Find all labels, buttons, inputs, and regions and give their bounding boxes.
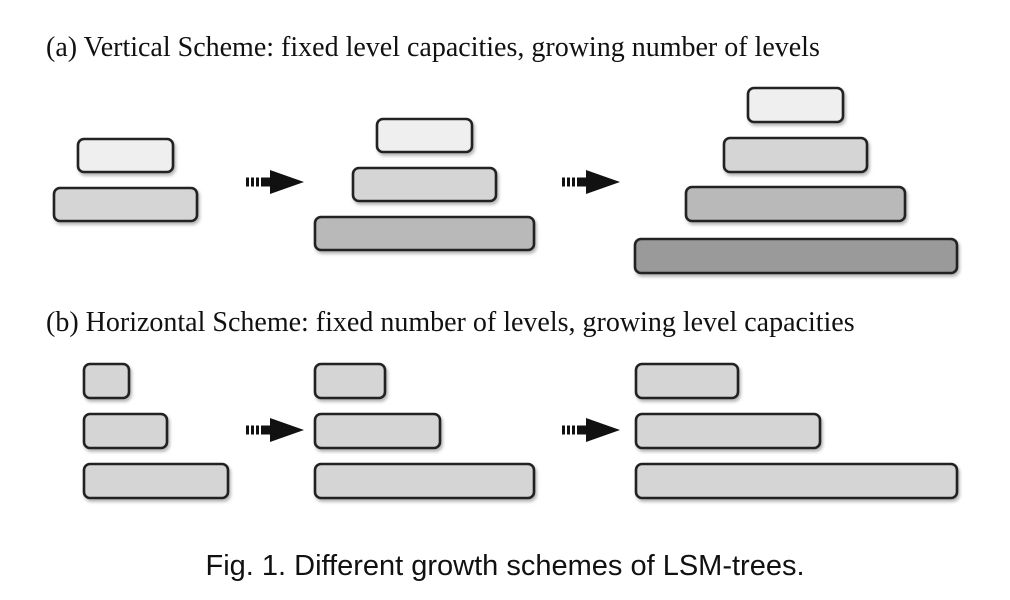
scheme-a-diagram: [52, 86, 959, 275]
level-block: [722, 136, 869, 174]
scheme-a-heading: (a) Vertical Scheme: fixed level capacit…: [46, 32, 820, 63]
level-block: [634, 462, 959, 500]
level-block: [375, 117, 474, 154]
level-block: [746, 86, 845, 124]
scheme-a-stage-2: [313, 117, 536, 252]
level-block: [633, 237, 959, 275]
level-block: [313, 215, 536, 252]
dashed-arrow-icon: [246, 418, 304, 442]
scheme-b-heading: (b) Horizontal Scheme: fixed number of l…: [46, 307, 855, 338]
level-block: [634, 362, 740, 400]
level-block: [82, 362, 131, 400]
level-block: [313, 412, 442, 450]
level-block: [313, 462, 536, 500]
scheme-b-diagram: [82, 362, 959, 500]
level-block: [634, 412, 822, 450]
level-block: [82, 412, 169, 450]
level-block: [684, 185, 907, 223]
scheme-b-stage-2: [313, 362, 536, 500]
scheme-a-stage-1: [52, 137, 199, 223]
level-block: [52, 186, 199, 223]
level-block: [76, 137, 175, 174]
dashed-arrow-icon: [246, 170, 304, 194]
dashed-arrow-icon: [562, 418, 620, 442]
level-block: [351, 166, 498, 203]
figure-caption: Fig. 1. Different growth schemes of LSM-…: [205, 550, 805, 582]
level-block: [82, 462, 230, 500]
scheme-a-stage-3: [633, 86, 959, 275]
dashed-arrow-icon: [562, 170, 620, 194]
scheme-b-stage-3: [634, 362, 959, 500]
scheme-b-stage-1: [82, 362, 230, 500]
level-block: [313, 362, 387, 400]
